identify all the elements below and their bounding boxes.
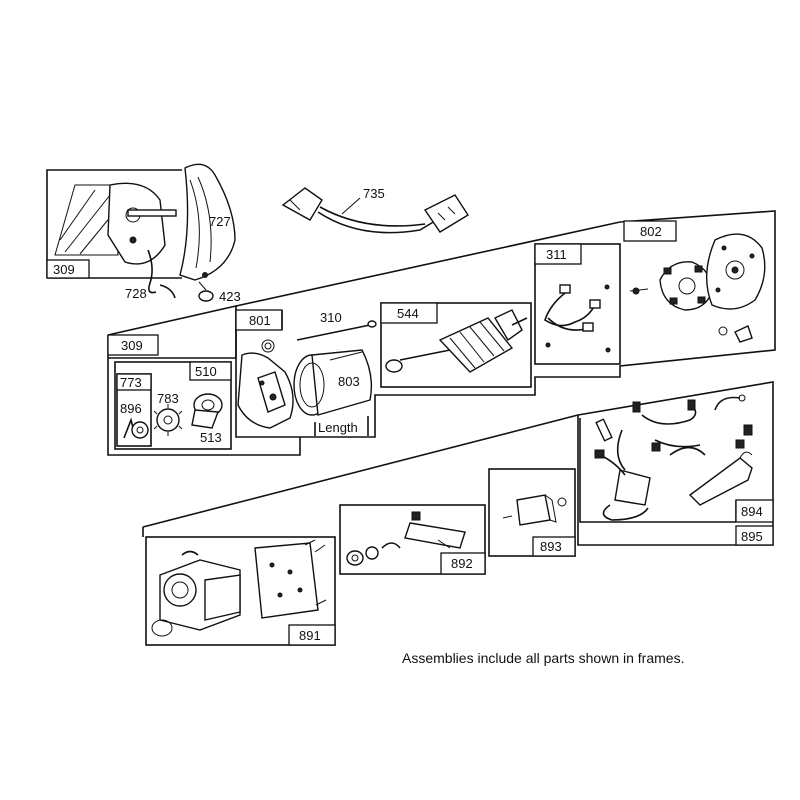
label-310: 310	[320, 310, 342, 325]
part-891-motor	[151, 539, 327, 637]
label-803: 803	[338, 374, 360, 389]
frame-893: 893	[488, 468, 576, 557]
assemblies-footnote: Assemblies include all parts shown in fr…	[402, 650, 685, 666]
frame-895: 895	[577, 415, 774, 546]
frame-894: 894	[579, 418, 774, 523]
part-894-harness	[594, 394, 753, 521]
frame-510: 510	[114, 361, 232, 450]
part-803-housing	[293, 349, 373, 416]
label-783: 783	[157, 391, 179, 406]
svg-text:544: 544	[397, 306, 419, 321]
svg-text:892: 892	[451, 556, 473, 571]
svg-text:311: 311	[546, 247, 567, 262]
label-length: Length	[318, 420, 358, 435]
part-727-shroud	[179, 163, 236, 281]
frame-892: 892	[339, 504, 486, 575]
svg-text:893: 893	[540, 539, 562, 554]
label-309-main: 309	[107, 334, 159, 356]
part-423-screw	[198, 281, 214, 302]
part-893-module	[502, 494, 567, 526]
part-892-brushholder	[346, 511, 466, 566]
part-802-endplate	[705, 233, 766, 343]
part-544-armature	[385, 309, 528, 373]
label-727: 727	[209, 214, 231, 229]
frame-544: 544	[380, 302, 532, 388]
label-896: 896	[120, 401, 142, 416]
frame-802: 802	[623, 220, 677, 242]
label-423: 423	[219, 289, 241, 304]
frame-311: 311	[534, 243, 621, 365]
length-dimension	[314, 416, 369, 436]
part-801-endcap	[237, 339, 294, 429]
label-513: 513	[200, 430, 222, 445]
svg-text:894: 894	[741, 504, 763, 519]
part-310-bolt	[296, 320, 377, 341]
frame-309-top	[46, 169, 182, 294]
label-735: 735	[363, 186, 385, 201]
svg-text:802: 802	[640, 224, 662, 239]
frame-891: 891	[145, 536, 336, 646]
part-802-brushplate	[629, 261, 713, 311]
svg-text:773: 773	[120, 375, 142, 390]
svg-text:891: 891	[299, 628, 321, 643]
frame-801: 801	[235, 309, 300, 438]
part-783-washer	[131, 421, 149, 439]
frame-773: 773	[116, 373, 152, 447]
label-728: 728	[125, 286, 147, 301]
part-735-cord	[281, 187, 469, 234]
part-311-brushes	[544, 284, 611, 353]
part-728	[159, 284, 176, 299]
label-309-top: 309	[46, 259, 90, 279]
svg-text:309: 309	[121, 338, 143, 353]
part-513-drive	[191, 393, 223, 429]
part-gear	[153, 404, 183, 436]
svg-text:309: 309	[53, 262, 75, 277]
svg-text:801: 801	[249, 313, 271, 328]
svg-text:895: 895	[741, 529, 763, 544]
svg-text:510: 510	[195, 364, 217, 379]
frame-lower-outline	[142, 381, 774, 546]
